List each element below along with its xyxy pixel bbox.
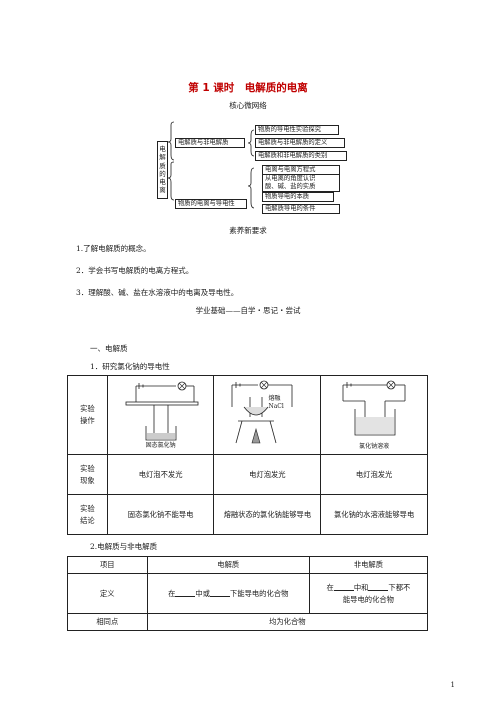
concept-map-branch-1: 电解质与非电解质 xyxy=(175,138,245,148)
fill-blank[interactable] xyxy=(333,582,354,591)
table-cell: 均为化合物 xyxy=(146,613,429,631)
concept-map-root: 电解质的电离 xyxy=(157,141,168,199)
page-number: 1 xyxy=(450,681,455,689)
concept-map-braces xyxy=(167,121,255,209)
fill-blank[interactable] xyxy=(175,588,196,597)
subsection-heading: 2.电解质与非电解质 xyxy=(90,542,158,551)
nacl-conductivity-table: 实验操作 固态氯化钠 xyxy=(67,375,428,535)
row-label: 实验现象 xyxy=(67,454,108,495)
row-label: 实验结论 xyxy=(67,494,108,535)
table-row: 实验操作 固态氯化钠 xyxy=(67,375,428,455)
table-cell: 电灯泡发光 xyxy=(320,454,428,495)
requirement-item: 3．理解酸、碱、盐在水溶液中的电离及导电性。 xyxy=(76,288,239,297)
page-title: 第 1 课时 电解质的电离 xyxy=(188,82,308,94)
fill-blank[interactable] xyxy=(210,588,230,597)
concept-map-item-double: 从电离的角度认识酸、碱、盐的实质 xyxy=(262,174,340,192)
table-row: 定义 在中或下能导电的化合物 在中和下都不 能导电的化合物 xyxy=(67,573,429,614)
subsection-heading: 1．研究氯化钠的导电性 xyxy=(90,362,170,371)
row-label: 定义 xyxy=(67,573,148,614)
concept-map-item: 物质的导电性实验探究 xyxy=(255,125,339,135)
table-header-row: 项目 电解质 非电解质 xyxy=(67,556,429,574)
table-row: 实验现象 电灯泡不发光 电灯泡发光 电灯泡发光 xyxy=(67,454,428,495)
row-label: 实验操作 xyxy=(67,375,108,455)
table-cell: 熔融状态的氯化钠能够导电 xyxy=(213,494,322,535)
concept-map-branch-2: 物质的电离与导电性 xyxy=(175,199,247,209)
diagram-solid-nacl: 固态氯化钠 xyxy=(106,375,215,455)
column-header: 项目 xyxy=(67,556,148,574)
diagram-nacl-solution: 氯化钠溶液 xyxy=(320,375,428,455)
nonelectrolyte-definition: 在中和下都不 能导电的化合物 xyxy=(308,573,429,614)
table-cell: 氯化钠的水溶液能够导电 xyxy=(320,494,428,535)
requirement-item: 2．学会书写电解质的电离方程式。 xyxy=(76,266,194,275)
electrolyte-table: 项目 电解质 非电解质 定义 在中或下能导电的化合物 在中和下都不 能导电的化合… xyxy=(67,556,429,631)
row-label: 相同点 xyxy=(67,613,148,631)
concept-map-item: 电解质导电的条件 xyxy=(262,204,340,214)
concept-map-item: 电解质和非电解质的类别 xyxy=(255,151,347,161)
column-header: 电解质 xyxy=(146,556,310,574)
section-heading: 一、电解质 xyxy=(90,344,128,353)
requirements-heading: 素养新要求 xyxy=(229,226,267,235)
table-cell: 电灯泡发光 xyxy=(213,454,322,495)
basics-heading: 学业基础——自学・思记・尝试 xyxy=(195,306,301,315)
concept-map-item: 电解质与非电解质的定义 xyxy=(255,138,345,148)
requirement-item: 1.了解电解质的概念。 xyxy=(76,244,151,253)
table-cell: 固态氯化钠不能导电 xyxy=(106,494,215,535)
electrolyte-definition: 在中或下能导电的化合物 xyxy=(146,573,310,614)
fill-blank[interactable] xyxy=(368,582,389,591)
table-cell: 电灯泡不发光 xyxy=(106,454,215,495)
table-row: 实验结论 固态氯化钠不能导电 熔融状态的氯化钠能够导电 氯化钠的水溶液能够导电 xyxy=(67,494,428,535)
column-header: 非电解质 xyxy=(308,556,429,574)
table-row: 相同点 均为化合物 xyxy=(67,613,429,631)
concept-map-item: 物质导电的本质 xyxy=(262,192,334,202)
concept-map-heading: 核心微网络 xyxy=(229,101,267,110)
